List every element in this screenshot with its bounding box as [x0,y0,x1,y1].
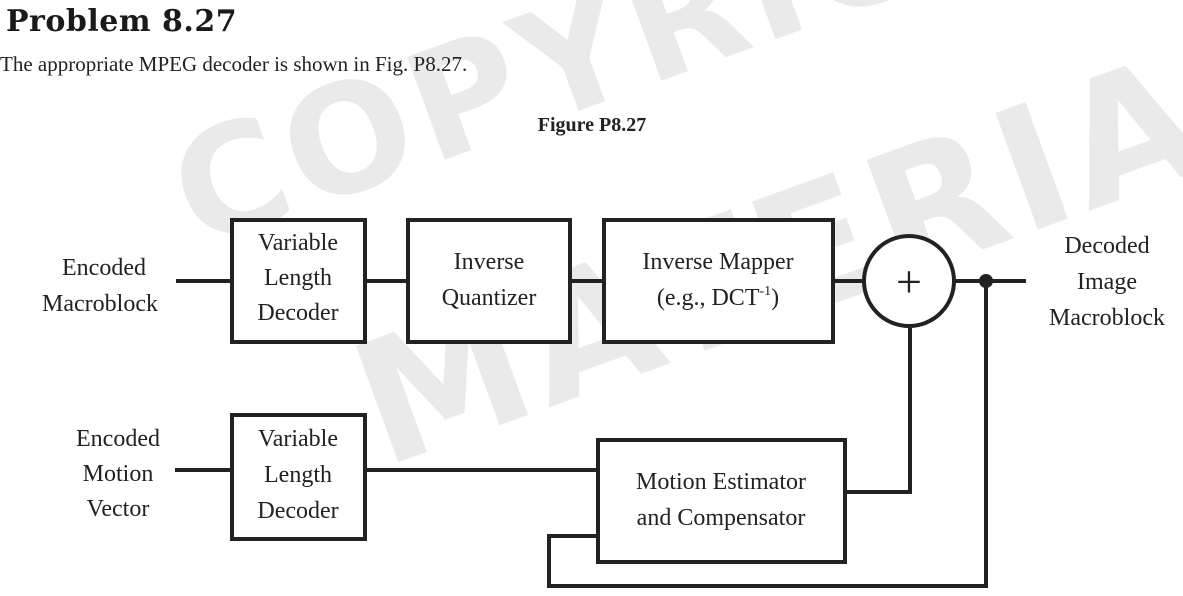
output-label-3: Macroblock [1049,305,1165,331]
vld-top-label-2: Length [264,265,332,291]
vld-top-block [230,218,367,344]
inverse-quantizer-label-2: Quantizer [442,285,537,311]
line-feedback-loop [547,281,988,588]
figure-caption: Figure P8.27 [538,114,647,136]
encoded-macroblock-label-2: Macroblock [42,291,158,317]
intro-text: The appropriate MPEG decoder is shown in… [0,52,468,76]
adder-circle [862,234,956,328]
encoded-motion-vector-label-1: Encoded [76,426,160,452]
vld-bottom-block [230,413,367,541]
adder-plus-symbol: + [896,256,922,307]
line-estimator-to-adder [845,328,912,494]
encoded-motion-vector-label-2: Motion [83,461,154,487]
motion-estimator-label-2: and Compensator [637,505,806,531]
inverse-mapper-label-1: Inverse Mapper [642,249,793,275]
inverse-quantizer-label-1: Inverse [454,249,525,275]
motion-estimator-label-1: Motion Estimator [636,469,806,495]
output-label-1: Decoded [1064,233,1149,259]
vld-bottom-label-1: Variable [258,426,338,452]
junction-dot [979,274,993,288]
vld-top-label-3: Decoder [257,300,338,326]
vld-bottom-label-3: Decoder [257,498,338,524]
problem-heading: Problem 8.27 [6,4,238,39]
vld-bottom-label-2: Length [264,462,332,488]
inverse-mapper-block [602,218,835,344]
motion-estimator-block [596,438,847,564]
inverse-quantizer-block [406,218,572,344]
encoded-motion-vector-label-3: Vector [87,496,150,522]
encoded-macroblock-label-1: Encoded [62,255,146,281]
inverse-mapper-label-2: (e.g., DCT-1) [657,284,779,311]
connector-lines [175,279,1026,588]
vld-top-label-1: Variable [258,230,338,256]
output-label-2: Image [1077,269,1137,295]
